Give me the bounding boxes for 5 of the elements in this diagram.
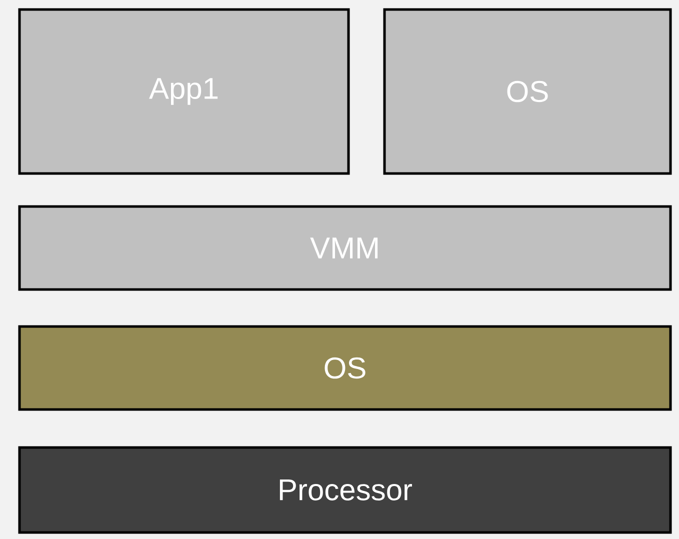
- layer-bar: Processor: [18, 446, 672, 534]
- layer-bar: OS: [18, 325, 672, 411]
- layer-bar: VMM: [18, 205, 672, 291]
- stack-box: App1: [18, 8, 350, 175]
- stack-box: OS: [383, 8, 672, 175]
